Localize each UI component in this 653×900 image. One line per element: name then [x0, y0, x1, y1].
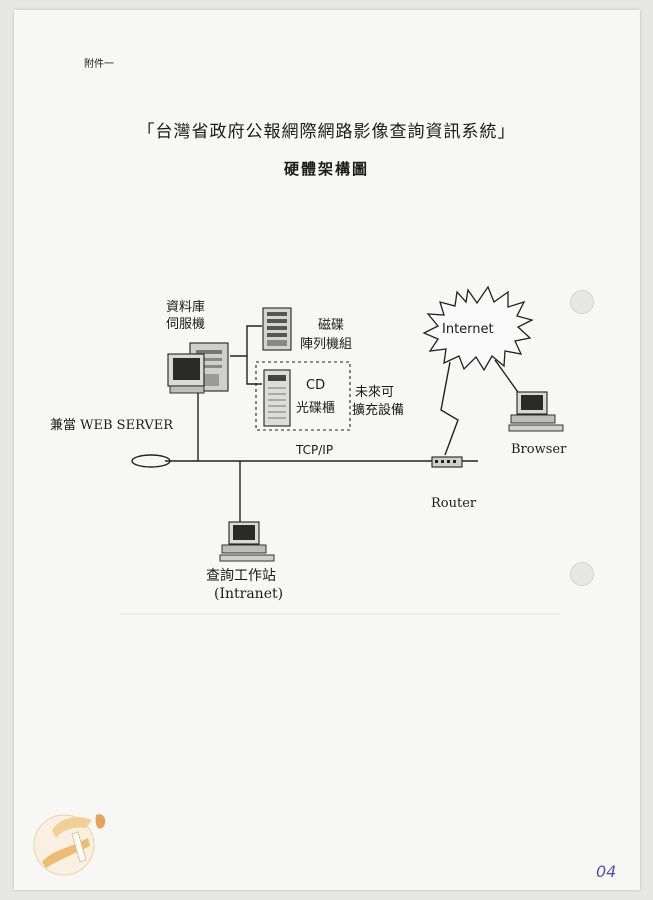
- database-server-icon: [167, 342, 229, 394]
- disk-array-label: 陣列機組: [300, 337, 353, 352]
- binder-hole: [570, 562, 594, 586]
- internet-label: Internet: [442, 322, 494, 337]
- binder-hole: [570, 290, 594, 314]
- future-expansion-label: 擴充設備: [352, 403, 405, 418]
- disk-array-icon: [262, 307, 292, 351]
- router-internet-link: [440, 361, 459, 456]
- browser-label: Browser: [511, 442, 567, 457]
- cd-label: 光碟櫃: [296, 401, 336, 416]
- disk-array-label: 磁碟: [318, 318, 345, 333]
- document-title: 「台灣省政府公報網際網路影像查詢資訊系統」: [137, 122, 516, 142]
- network-protocol-label: TCP/IP: [296, 443, 334, 457]
- workstation-label: 查詢工作站: [206, 568, 276, 584]
- disk-array-connection-line: [230, 325, 262, 357]
- web-server-label: 兼當 WEB SERVER: [50, 418, 174, 433]
- document-subtitle: 硬體架構圖: [283, 160, 369, 178]
- expansion-equipment-box: [255, 361, 351, 431]
- router-label: Router: [431, 496, 477, 511]
- database-server-label: 資料庫: [166, 300, 206, 315]
- network-bus-terminator: [131, 454, 171, 468]
- cd-jukebox-icon: [263, 369, 291, 427]
- page-number: 04: [596, 862, 617, 881]
- router-icon: [431, 456, 463, 468]
- internet-cloud-icon: [422, 285, 534, 372]
- cd-label: CD: [306, 378, 326, 393]
- document-page: [14, 10, 640, 890]
- future-expansion-label: 未來可: [355, 385, 395, 400]
- archive-watermark-logo: [33, 814, 106, 876]
- attachment-label: 附件一: [84, 59, 114, 70]
- workstation-computer-icon: [219, 521, 275, 562]
- cd-connection-line: [246, 356, 262, 385]
- internet-browser-link: [494, 359, 521, 396]
- browser-computer-icon: [508, 391, 564, 432]
- database-server-label: 伺服機: [166, 317, 206, 332]
- workstation-label: (Intranet): [214, 586, 284, 602]
